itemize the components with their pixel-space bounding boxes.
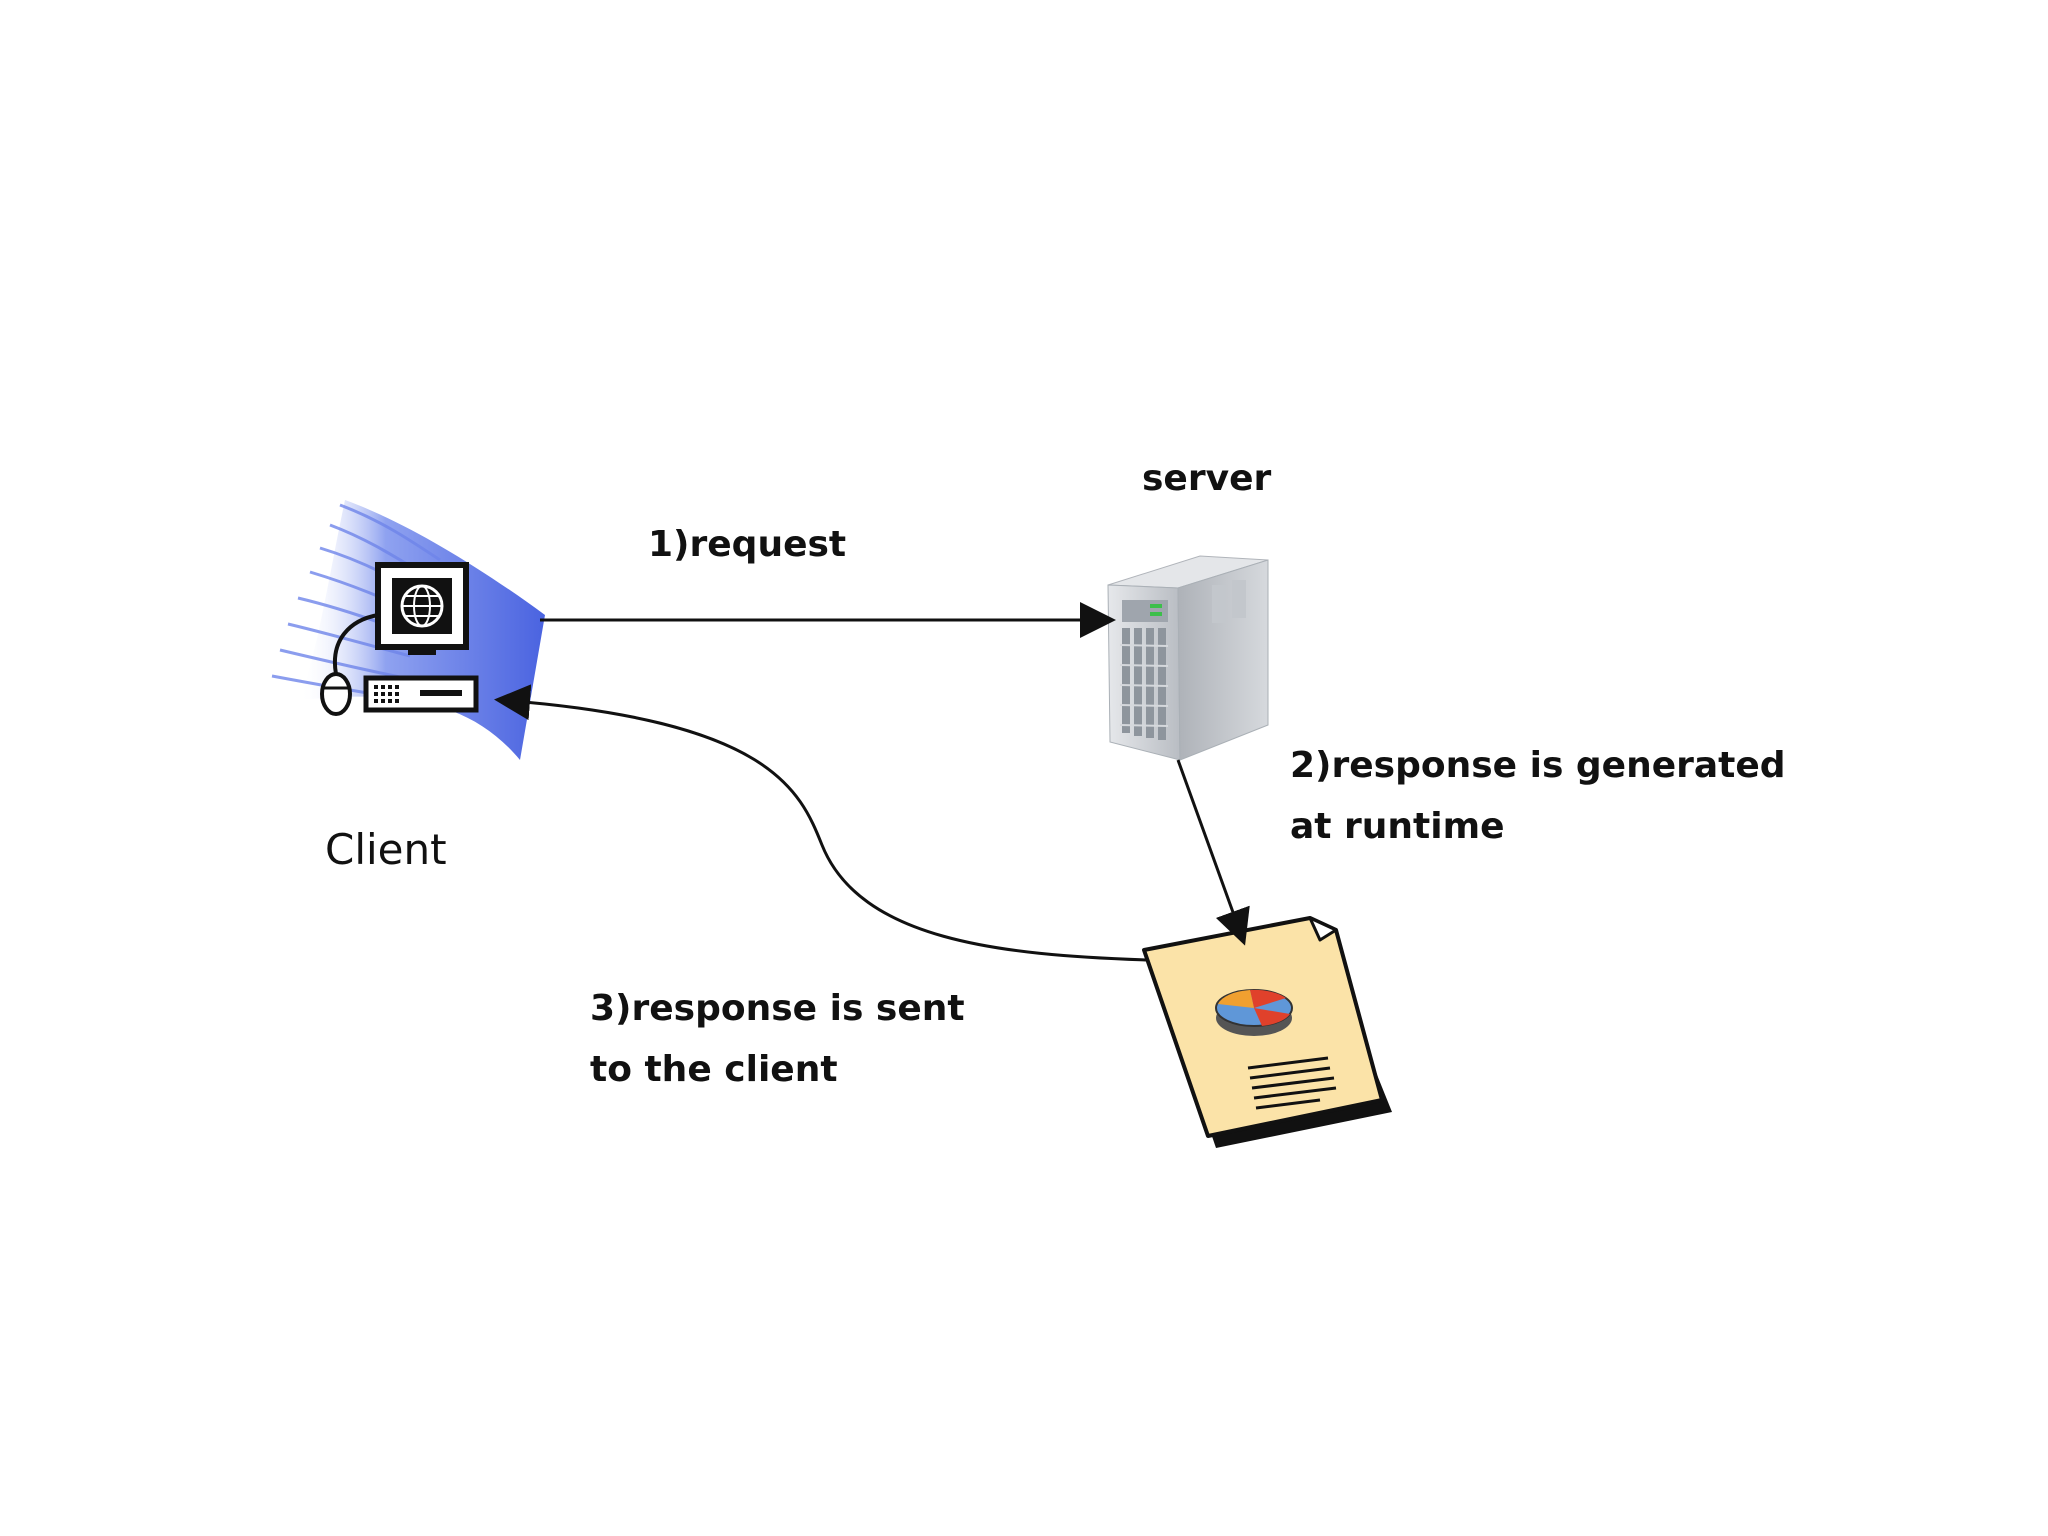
server-label: server — [1142, 458, 1272, 499]
response-arrow — [494, 684, 1147, 962]
step-send-label: 3)response is sent to the client — [590, 978, 965, 1100]
generate-arrow — [1176, 759, 1250, 946]
client-label: Client — [325, 825, 447, 874]
step-send-line-2: to the client — [590, 1049, 838, 1090]
step-request-line-1: 1)request — [648, 524, 847, 565]
step-generate-line-1: 2)response is generated — [1290, 745, 1786, 786]
step-request-label: 1)request — [648, 524, 846, 565]
client-computer-icon — [271, 500, 545, 760]
server-tower-icon — [1107, 555, 1269, 761]
step-generate-label: 2)response is generated at runtime — [1290, 735, 1786, 857]
step-generate-line-2: at runtime — [1290, 806, 1505, 847]
step-send-line-1: 3)response is sent — [590, 988, 965, 1029]
report-document-icon — [1142, 916, 1392, 1148]
